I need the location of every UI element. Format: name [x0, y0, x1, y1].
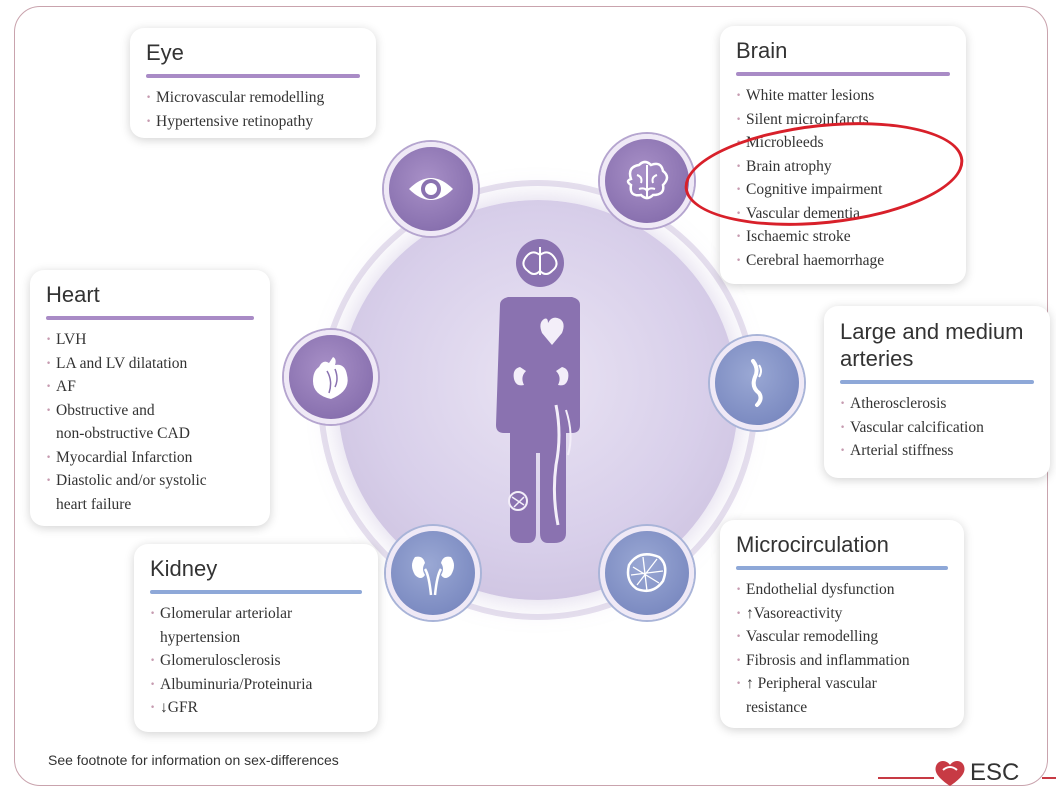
- logo-line-tail: [1042, 777, 1056, 779]
- microcirculation-panel: Microcirculation Endothelial dysfunction…: [720, 520, 964, 728]
- eye-icon: [403, 161, 459, 217]
- heart-panel: Heart LVH LA and LV dilatation AF Obstru…: [30, 270, 270, 526]
- arteries-item: Atherosclerosis: [840, 392, 1034, 416]
- arteries-organ: [710, 336, 804, 430]
- eye-divider: [146, 74, 360, 78]
- heart-item: Myocardial Infarction: [46, 446, 254, 470]
- human-figure-icon: [470, 235, 610, 545]
- arteries-title: Large and medium arteries: [840, 318, 1034, 378]
- brain-item: Cerebral haemorrhage: [736, 249, 950, 273]
- esc-logo: ESC: [934, 758, 1019, 788]
- kidney-organ: [386, 526, 480, 620]
- arteries-title-line1: Large and medium: [840, 319, 1023, 344]
- arteries-item: Vascular calcification: [840, 416, 1034, 440]
- microcirculation-item: Vascular remodelling: [736, 625, 948, 649]
- arteries-item: Arterial stiffness: [840, 439, 1034, 463]
- eye-item: Microvascular remodelling: [146, 86, 360, 110]
- kidney-item: Glomerular arteriolar: [150, 602, 362, 626]
- heart-icon: [303, 349, 359, 405]
- kidney-item: hypertension: [150, 626, 362, 650]
- eye-panel: Eye Microvascular remodelling Hypertensi…: [130, 28, 376, 138]
- heart-item: Obstructive and: [46, 399, 254, 423]
- heart-item: heart failure: [46, 493, 254, 517]
- microcirculation-divider: [736, 566, 948, 570]
- heart-item: LA and LV dilatation: [46, 352, 254, 376]
- arteries-divider: [840, 380, 1034, 384]
- brain-title: Brain: [736, 38, 950, 70]
- brain-divider: [736, 72, 950, 76]
- heart-item: LVH: [46, 328, 254, 352]
- kidney-item: ↓GFR: [150, 696, 362, 720]
- kidney-panel: Kidney Glomerular arteriolar hypertensio…: [134, 544, 378, 732]
- heart-item: Diastolic and/or systolic: [46, 469, 254, 493]
- brain-item: Ischaemic stroke: [736, 225, 950, 249]
- arteries-title-line2: arteries: [840, 346, 913, 371]
- kidney-divider: [150, 590, 362, 594]
- heart-title: Heart: [46, 282, 254, 314]
- heart-organ: [284, 330, 378, 424]
- brain-icon: [619, 153, 675, 209]
- heart-item: AF: [46, 375, 254, 399]
- kidney-title: Kidney: [150, 556, 362, 588]
- logo-text: ESC: [970, 759, 1019, 787]
- artery-icon: [729, 355, 785, 411]
- kidney-item: Albuminuria/Proteinuria: [150, 673, 362, 697]
- eye-title: Eye: [146, 40, 360, 72]
- brain-item: White matter lesions: [736, 84, 950, 108]
- eye-organ: [384, 142, 478, 236]
- microcirculation-item: Endothelial dysfunction: [736, 578, 948, 602]
- logo-line: [878, 777, 934, 779]
- heart-logo-icon: [934, 758, 966, 788]
- microcirculation-item: ↑ Peripheral vascular: [736, 672, 948, 696]
- kidney-icon: [405, 545, 461, 601]
- microcirculation-organ: [600, 526, 694, 620]
- heart-item: non-obstructive CAD: [46, 422, 254, 446]
- microcirculation-item: Fibrosis and inflammation: [736, 649, 948, 673]
- microcirculation-item: ↑Vasoreactivity: [736, 602, 948, 626]
- microcirculation-item: resistance: [736, 696, 948, 720]
- capillary-network-icon: [619, 545, 675, 601]
- arteries-panel: Large and medium arteries Atherosclerosi…: [824, 306, 1050, 478]
- brain-organ: [600, 134, 694, 228]
- heart-divider: [46, 316, 254, 320]
- microcirculation-title: Microcirculation: [736, 532, 948, 564]
- kidney-item: Glomerulosclerosis: [150, 649, 362, 673]
- eye-item: Hypertensive retinopathy: [146, 110, 360, 134]
- footnote: See footnote for information on sex-diff…: [48, 752, 339, 768]
